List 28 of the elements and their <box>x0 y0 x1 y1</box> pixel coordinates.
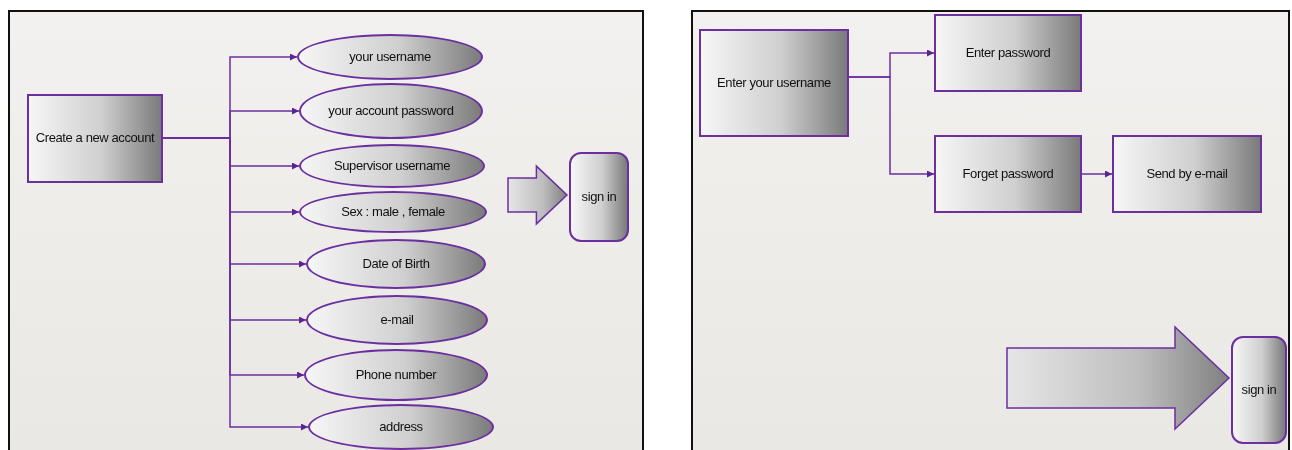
process-box <box>699 29 849 137</box>
node-label: Send by e-mail <box>1146 165 1228 183</box>
node-label: Supervisor username <box>333 157 451 175</box>
node-label: sign in <box>581 188 617 206</box>
arrow <box>1081 170 1113 178</box>
block-arrow <box>507 164 569 226</box>
node-label: Enter password <box>965 44 1051 62</box>
block-arrow <box>1006 325 1231 431</box>
node-label: your account password <box>327 102 455 120</box>
node-label: Forget password <box>962 165 1054 183</box>
node-label: e-mail <box>379 311 415 329</box>
slide-panel <box>691 10 1290 450</box>
sign-in-box <box>569 152 629 242</box>
node-label: Sex : male , female <box>340 203 446 221</box>
node-label: sign in <box>1241 381 1277 399</box>
slide-panel <box>8 10 644 450</box>
node-label: Phone number <box>354 366 438 384</box>
process-box <box>1112 135 1262 213</box>
node-label: Enter your username <box>717 74 831 92</box>
node-label: Create a new account <box>35 130 155 147</box>
node-label: Date of Birth <box>361 255 431 273</box>
node-label: your username <box>348 48 432 66</box>
process-box <box>934 14 1082 92</box>
arrow <box>848 76 935 178</box>
process-box <box>27 94 163 183</box>
sign-in-box <box>1231 336 1287 444</box>
node-label: address <box>378 418 424 436</box>
process-box <box>934 135 1082 213</box>
